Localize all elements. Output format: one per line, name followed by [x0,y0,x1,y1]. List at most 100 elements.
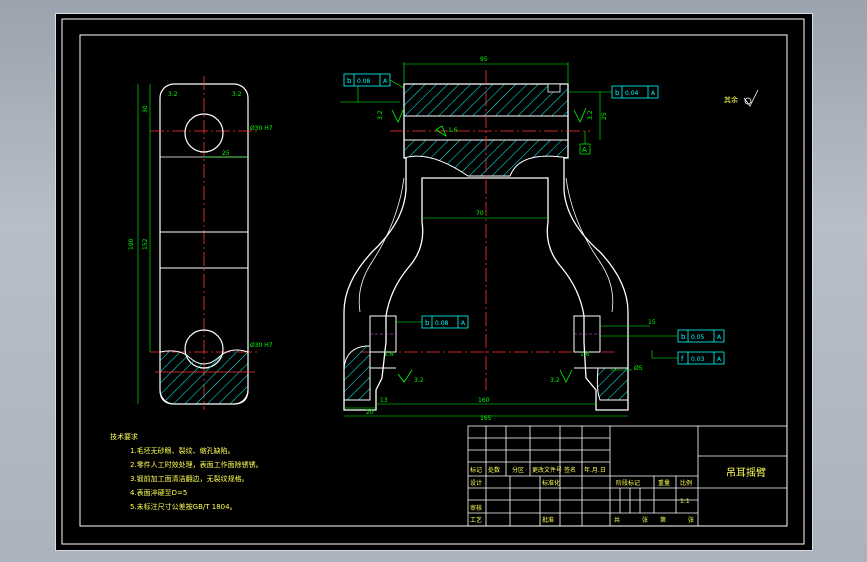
tol-symbol: b [425,319,430,327]
dim-95: 95 [480,56,488,63]
bottom-boss-right [596,367,629,401]
front-view-outline [343,83,629,411]
roughness-symbol [559,369,573,383]
tb-scale-label: 比例 [680,479,692,487]
tb-header: 分区 [512,466,524,474]
tol-value: 0.08 [435,320,449,327]
tb-header: 标记 [470,466,482,474]
tol-value: 0.04 [625,90,639,97]
outer-frame [61,18,805,545]
tol-box [343,73,391,87]
dim-15: 15 [648,319,656,326]
tb-scale: 1:1 [680,498,690,505]
roughness-label: 1.6 [384,351,394,358]
tol-box [677,351,725,365]
roughness-label: 1.6 [448,127,458,134]
tol-symbol: b [615,89,620,97]
tol-symbol: b [681,333,686,341]
tb-header: 签名 [564,466,576,474]
bore-bottom-label: Ø30 H7 [250,342,273,349]
tol-symbol: b [347,77,352,85]
tolerance-frames: b 0.08 A b 0.04 A b 0.08 A [340,73,725,365]
bore-top-label: Ø30 H7 [250,125,273,132]
tol-ref: A [461,320,466,327]
notes-heading: 技术要求 [110,433,138,441]
tb-approve: 批准 [542,516,554,524]
datum-box [579,143,591,155]
tol-ref: A [717,356,722,363]
note-item: 3.锻前加工面清洁翻边，无裂纹规格。 [130,475,249,483]
keyway [547,83,561,93]
dim-25: 25 [222,150,230,157]
roughness-label: 3.2 [377,110,384,120]
tol-value: 0.08 [357,78,371,85]
dim-160: 160 [478,397,490,404]
tol-ref: A [383,78,388,85]
tb-process: 工艺 [470,516,482,524]
roughness-label: 3.2 [550,377,560,384]
tb-sheet-no: 第 [660,516,666,524]
roughness-label: 3.2 [414,377,424,384]
dim-diameter-5: Ø5 [634,365,643,372]
tb-design: 设计 [470,479,482,487]
tol-frame-low-right: f 0.03 A [677,351,725,365]
bottom-boss-left [343,345,371,401]
side-view: 190 152 30 25 Ø30 H7 Ø30 H7 3.2 3.2 [128,76,273,410]
note-item: 5.未标注尺寸公差按GB/T 1804。 [130,503,237,511]
dim-70: 70 [476,210,484,217]
tb-sheet-label2: 张 [688,516,694,524]
tol-frame-mid-left: b 0.08 A [421,315,469,329]
front-view: 95 70 160 165 20 13 25 15 Ø5 3.2 3.2 1.6… [343,56,759,422]
note-item: 2.零件人工时效处理，表面工作面除锈锈。 [130,461,263,469]
front-view-inner [358,177,405,313]
technical-notes: 技术要求 1.毛坯无砂眼、裂纹、缩孔缺陷。 2.零件人工时效处理，表面工作面除锈… [110,430,390,514]
tb-standard: 标准化 [542,479,560,487]
rest-roughness-circle [744,97,752,105]
inner-frame [79,34,788,527]
title-block [467,425,788,527]
dim-30: 30 [142,105,149,113]
front-view-inner [565,177,614,313]
tol-ref: A [651,90,656,97]
roughness-symbol [391,107,405,123]
dim-152: 152 [142,238,149,250]
roughness-label: 3.2 [232,91,242,98]
tb-stage-mark: 阶段标记 [616,479,640,487]
dim-190: 190 [128,238,135,250]
note-item: 4.表面淬硬至D=5 [130,489,188,497]
dim-13: 13 [380,397,388,404]
roughness-symbol [573,107,587,123]
roughness-label: 1.6 [580,351,590,358]
datum-label: A [582,146,587,154]
title-block-text: 标记 处数 分区 更改文件号 签名 年.月.日 设计 标准化 审核 工艺 批准 … [470,466,766,524]
roughness-symbol [397,369,413,383]
dim-165: 165 [480,415,492,422]
part-name: 吊耳摇臂 [726,466,766,479]
tol-value: 0.05 [691,334,705,341]
side-view-hatch-region [159,349,249,405]
dim-20: 20 [366,409,374,416]
tol-box [421,315,469,329]
tb-header: 年.月.日 [584,466,606,474]
side-view-bore-top [184,113,224,153]
tol-frame-top-right: b 0.04 A [611,85,659,99]
tb-weight: 重量 [658,479,670,487]
tb-header: 处数 [488,466,500,474]
tol-frame-top-left: b 0.08 A [343,73,391,87]
tb-sheet-label: 张 [642,516,648,524]
roughness-label: 3.2 [587,110,594,120]
tol-value: 0.03 [691,356,705,363]
roughness-symbol [435,125,447,137]
rest-roughness-symbol [743,89,759,107]
tol-box [677,329,725,343]
dim-25-vert: 25 [601,112,608,120]
tol-symbol: f [681,355,684,363]
roughness-label: 3.2 [168,91,178,98]
tol-leader [389,79,405,89]
tol-frame-mid-right: b 0.05 A [677,329,725,343]
rest-roughness-label: 其余 [724,95,738,104]
tol-ref: A [717,334,722,341]
tb-header: 更改文件号 [532,466,562,474]
tb-sheet-total: 共 [614,516,620,524]
